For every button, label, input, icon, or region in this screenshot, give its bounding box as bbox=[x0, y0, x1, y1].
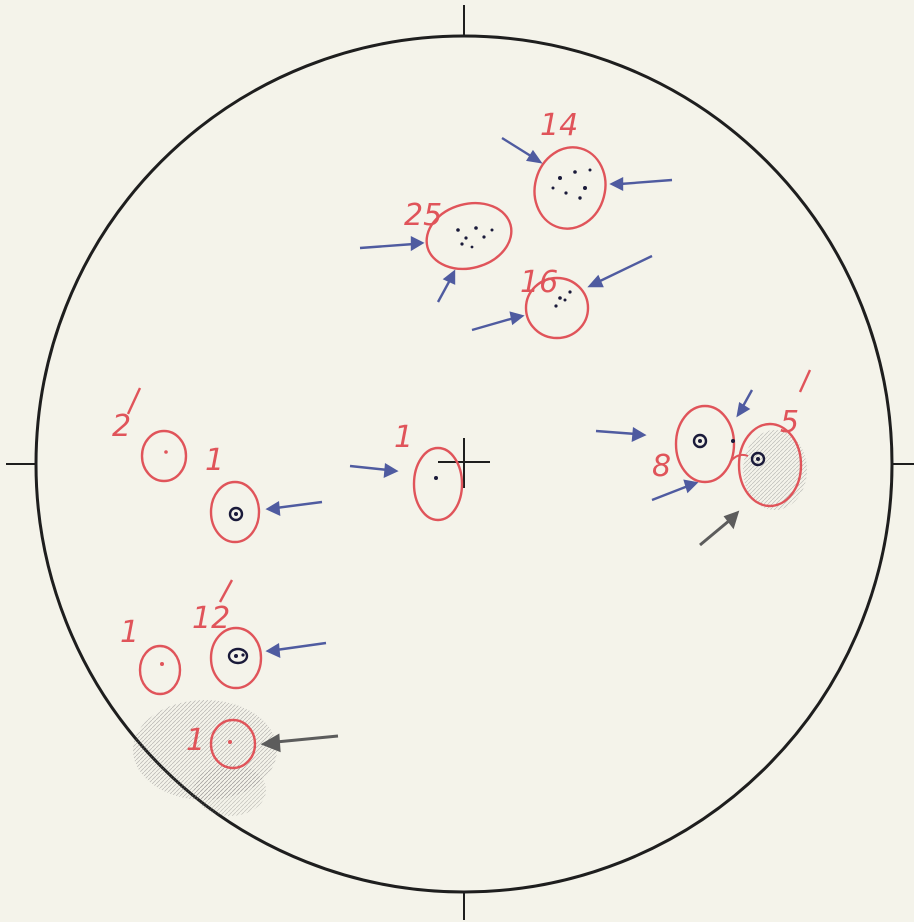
group-label: 16 bbox=[520, 265, 558, 300]
group-label: 25 bbox=[404, 198, 442, 233]
spot bbox=[731, 439, 735, 443]
group-label: 14 bbox=[540, 108, 578, 143]
group-label: 1 bbox=[394, 420, 413, 455]
spot bbox=[160, 662, 164, 666]
group-label: 1 bbox=[186, 723, 205, 758]
umbra-core bbox=[234, 654, 238, 658]
group-label: 8 bbox=[652, 449, 671, 484]
spot bbox=[228, 740, 232, 744]
group-label: 12 bbox=[192, 601, 230, 636]
group-label: 2 bbox=[112, 409, 131, 444]
umbra-core bbox=[698, 439, 702, 443]
umbra-core bbox=[234, 512, 238, 516]
spot bbox=[241, 653, 244, 656]
group-label: 1 bbox=[120, 615, 139, 650]
group-label: 5 bbox=[780, 405, 799, 440]
group-label: 1 bbox=[205, 443, 224, 478]
spot bbox=[164, 450, 168, 454]
spot bbox=[434, 476, 438, 480]
umbra-core bbox=[756, 457, 760, 461]
